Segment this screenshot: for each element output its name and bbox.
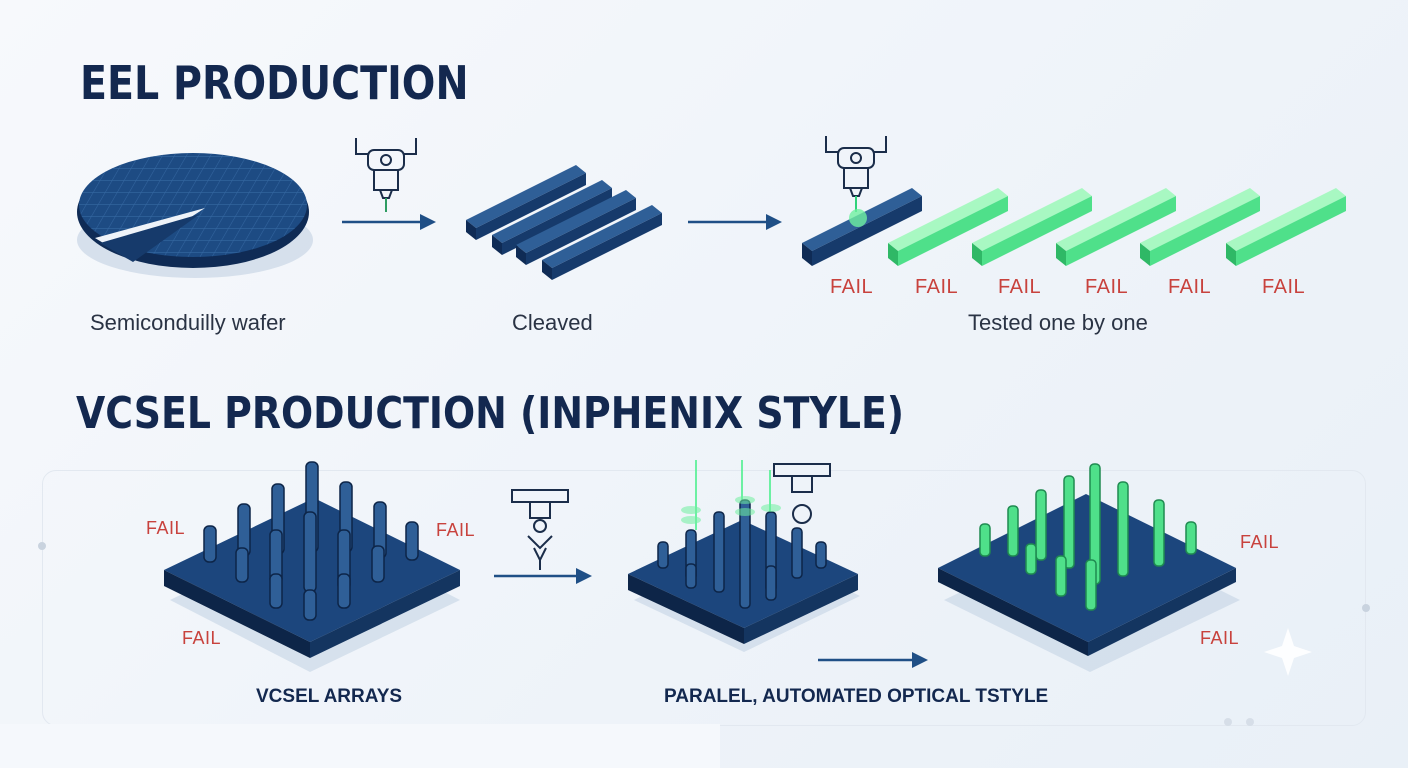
semiconductor-wafer	[77, 153, 313, 278]
tested-caption: Tested one by one	[968, 310, 1148, 335]
decorative-dot	[1362, 604, 1370, 612]
optical-test-caption: PARALEL, AUTOMATED OPTICAL TSTYLE	[664, 686, 1049, 707]
tested-bars	[802, 188, 1346, 266]
eel-section-title: EEL PRODUCTION	[80, 56, 469, 110]
fail-label: FAIL	[436, 520, 476, 540]
wafer-caption: Semiconduilly wafer	[90, 310, 286, 335]
vcsel-arrays-caption: VCSEL ARRAYS	[256, 686, 403, 707]
arrow-right-icon	[342, 214, 436, 230]
arrow-right-icon	[818, 652, 928, 668]
decorative-dot	[38, 542, 46, 550]
robot-tester-icon	[355, 138, 417, 212]
fail-label: FAIL	[1085, 276, 1129, 298]
vcsel-section-title: VCSEL PRODUCTION (INPHENIX STYLE)	[76, 388, 905, 439]
decorative-dot	[1246, 718, 1254, 726]
probe-arm-icon	[511, 489, 569, 570]
fail-label: FAIL	[998, 276, 1042, 298]
arrow-right-icon	[494, 568, 592, 584]
sparkle-icon	[1264, 628, 1312, 676]
vcsel-array-testing	[628, 460, 860, 652]
fail-label: FAIL	[1262, 276, 1306, 298]
fail-label: FAIL	[1240, 532, 1280, 552]
fail-label: FAIL	[915, 276, 959, 298]
vcsel-array-tested	[938, 463, 1240, 672]
cleaved-bars	[466, 165, 662, 280]
fail-label: FAIL	[1168, 276, 1212, 298]
robot-tester-icon	[825, 136, 887, 212]
fail-label: FAIL	[146, 518, 186, 538]
fail-label: FAIL	[830, 276, 874, 298]
cleaved-caption: Cleaved	[512, 310, 593, 335]
vcsel-array-untested	[164, 461, 460, 672]
decorative-dot	[1224, 718, 1232, 726]
light-panel-left	[0, 724, 720, 768]
fail-label: FAIL	[182, 628, 222, 648]
fail-label: FAIL	[1200, 628, 1240, 648]
arrow-right-icon	[688, 214, 782, 230]
